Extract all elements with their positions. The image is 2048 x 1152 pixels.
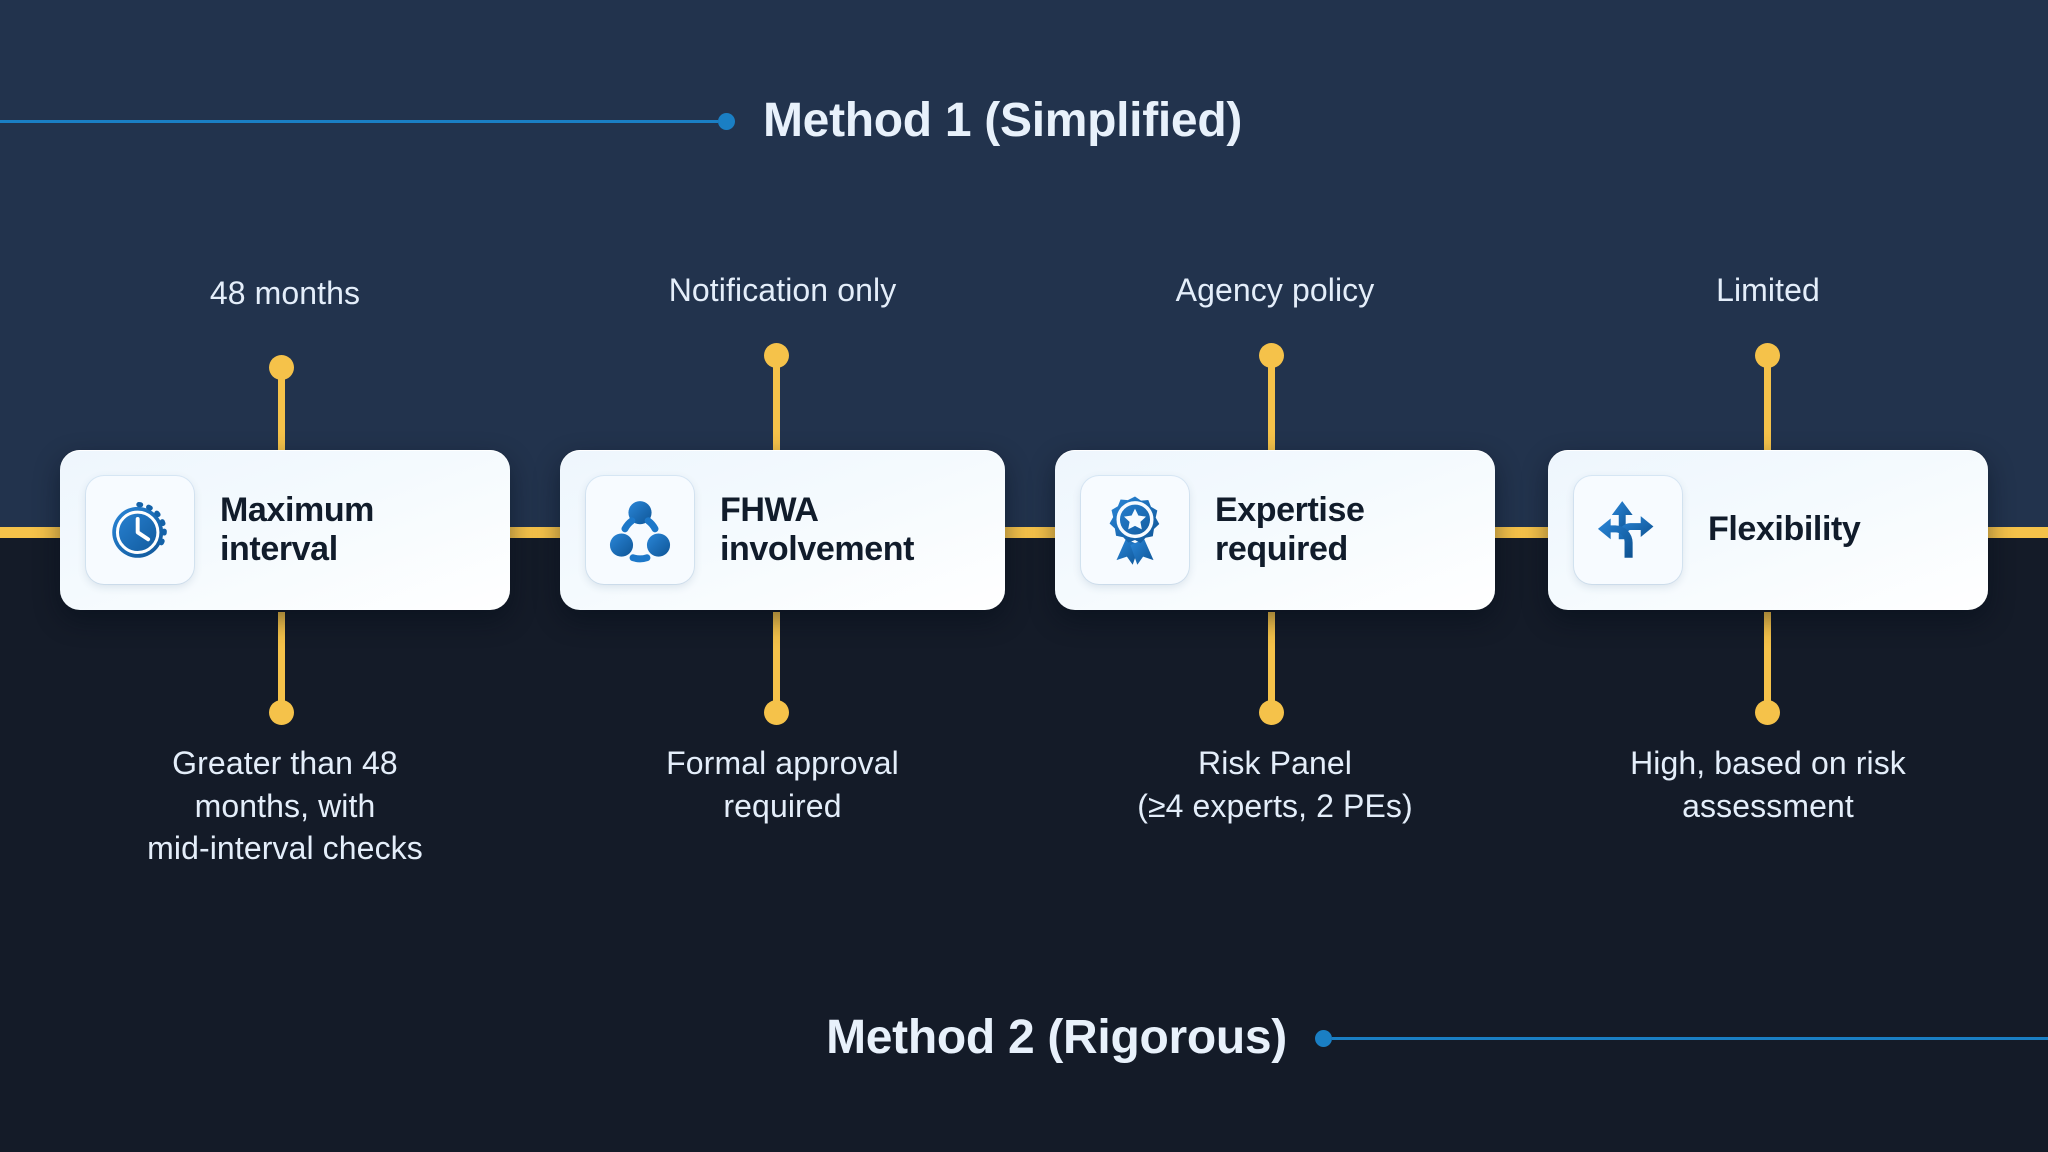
bottom-label-flexibility: High, based on risk assessment: [1630, 745, 1906, 824]
stem-dot-bottom-2: [1259, 700, 1284, 725]
top-label-fhwa-involvement: Notification only: [668, 272, 897, 308]
card-expertise-required[interactable]: Expertise required: [1055, 450, 1495, 610]
stem-top-0: [278, 367, 285, 462]
network-nodes-icon: [586, 476, 694, 584]
stem-dot-bottom-0: [269, 700, 294, 725]
stem-top-2: [1268, 355, 1275, 462]
method-2-background-band: [0, 530, 2048, 1152]
stem-dot-top-3: [1755, 343, 1780, 368]
top-label-flexibility: Limited: [1716, 272, 1820, 308]
card-fhwa-involvement[interactable]: FHWA involvement: [560, 450, 1005, 610]
stem-bottom-0: [278, 612, 285, 707]
stem-top-1: [773, 355, 780, 462]
method-1-title: Method 1 (Simplified): [763, 94, 1243, 147]
center-divider-line: [0, 527, 2048, 538]
method-2-footer: Method 2 (Rigorous): [0, 1014, 2048, 1062]
header-rail-line: [0, 119, 718, 123]
stem-top-3: [1764, 355, 1771, 462]
card-label-flexibility: Flexibility: [1708, 510, 1861, 549]
bottom-label-fhwa-involvement: Formal approval required: [666, 745, 899, 824]
card-flexibility[interactable]: Flexibility: [1548, 450, 1988, 610]
card-maximum-interval[interactable]: Maximum interval: [60, 450, 510, 610]
method-1-header: Method 1 (Simplified): [0, 97, 2048, 145]
stem-bottom-3: [1764, 612, 1771, 707]
stem-dot-bottom-3: [1755, 700, 1780, 725]
bottom-label-maximum-interval: Greater than 48 months, with mid-interva…: [147, 745, 423, 867]
award-badge-icon: [1081, 476, 1189, 584]
footer-rail-dot-icon: [1315, 1029, 1332, 1047]
bottom-label-expertise-required: Risk Panel (≥4 experts, 2 PEs): [1137, 745, 1413, 824]
stem-bottom-1: [773, 612, 780, 707]
header-rail-dot-icon: [718, 112, 735, 130]
stem-dot-top-0: [269, 355, 294, 380]
card-label-expertise-required: Expertise required: [1215, 490, 1365, 568]
clock-icon: [86, 476, 194, 584]
top-label-expertise-required: Agency policy: [1175, 272, 1375, 308]
card-label-maximum-interval: Maximum interval: [220, 490, 375, 568]
stem-dot-top-2: [1259, 343, 1284, 368]
method-1-background-band: [0, 0, 2048, 530]
stem-dot-top-1: [764, 343, 789, 368]
stem-dot-bottom-1: [764, 700, 789, 725]
method-2-title: Method 2 (Rigorous): [826, 1011, 1287, 1064]
stem-bottom-2: [1268, 612, 1275, 707]
card-label-fhwa-involvement: FHWA involvement: [720, 490, 914, 568]
top-label-maximum-interval: 48 months: [209, 275, 361, 311]
footer-rail-line: [1332, 1036, 2048, 1040]
three-way-arrows-icon: [1574, 476, 1682, 584]
